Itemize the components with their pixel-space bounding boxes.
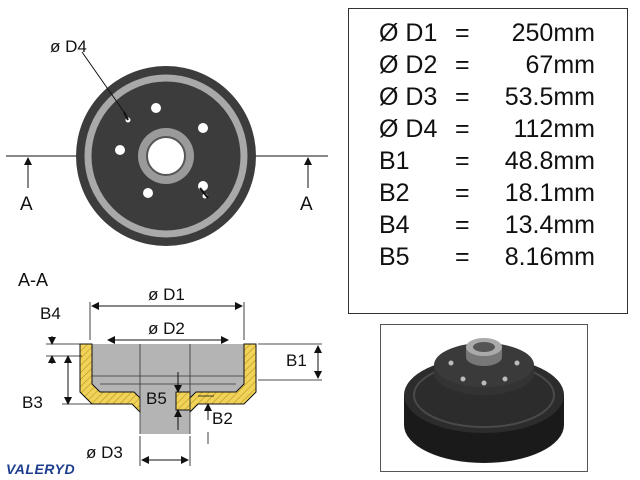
hub-bore-edge: [146, 136, 186, 176]
spec-value: 250mm: [511, 19, 595, 47]
drum-ring: [84, 74, 248, 238]
drum-section-view: A-A ø D1 ø D2 ø D3: [18, 270, 322, 466]
spec-equals: =: [455, 51, 470, 79]
spec-value: 53.5mm: [504, 83, 595, 111]
spec-symbol: Ø D2: [379, 51, 438, 79]
spec-value: 67mm: [525, 51, 595, 79]
spec-table: Ø D1 = 250mm Ø D2 = 67mm Ø D3 = 53.5mm Ø…: [348, 8, 628, 314]
label-d3: ø D3: [86, 443, 123, 462]
spec-symbol: B4: [379, 211, 410, 239]
brake-drum-image: [404, 338, 564, 463]
spec-equals: =: [455, 83, 470, 111]
bolt-hole: [143, 188, 153, 198]
d4-leader: [81, 51, 125, 113]
label-a-right: A: [300, 194, 313, 215]
hub-flange: [175, 391, 191, 411]
label-d4: ø D4: [50, 37, 87, 56]
drum-front-view: ø D4 A A: [6, 37, 328, 246]
spec-symbol: Ø D3: [379, 83, 438, 111]
label-section: A-A: [18, 270, 48, 290]
spec-symbol: B1: [379, 147, 410, 175]
d4-arrow: [199, 187, 209, 199]
product-photo: [380, 324, 588, 472]
spec-row: B1 = 48.8mm: [349, 145, 629, 177]
spec-row: Ø D2 = 67mm: [349, 49, 629, 81]
spec-value: 13.4mm: [504, 211, 595, 239]
spec-row: Ø D3 = 53.5mm: [349, 81, 629, 113]
spec-value: 112mm: [513, 115, 595, 143]
spec-symbol: Ø D1: [379, 19, 438, 47]
spec-symbol: B2: [379, 179, 410, 207]
label-d1: ø D1: [148, 285, 185, 304]
spec-symbol: Ø D4: [379, 115, 438, 143]
spec-equals: =: [455, 179, 470, 207]
spec-value: 8.16mm: [504, 243, 595, 271]
bolt-hole: [115, 145, 125, 155]
bolt-hole: [198, 123, 208, 133]
spec-value: 48.8mm: [504, 147, 595, 175]
bolt-hole: [151, 103, 161, 113]
hub-bore: [147, 137, 185, 175]
spec-row: Ø D1 = 250mm: [349, 17, 629, 49]
spec-row: B4 = 13.4mm: [349, 209, 629, 241]
d4-arrow: [123, 111, 129, 121]
spec-row: B2 = 18.1mm: [349, 177, 629, 209]
bolt-hole: [198, 181, 208, 191]
label-d2: ø D2: [148, 319, 185, 338]
label-b5: B5: [146, 389, 167, 408]
spec-row: B5 = 8.16mm: [349, 241, 629, 273]
brand-logo: VALERYD: [6, 461, 76, 477]
label-b1: B1: [286, 351, 307, 370]
label-b4: B4: [40, 304, 61, 323]
spec-equals: =: [455, 147, 470, 175]
label-b3: B3: [22, 393, 43, 412]
spec-symbol: B5: [379, 243, 410, 271]
spec-equals: =: [455, 243, 470, 271]
spec-equals: =: [455, 19, 470, 47]
label-a-left: A: [20, 194, 33, 215]
spec-value: 18.1mm: [504, 179, 595, 207]
spec-equals: =: [455, 115, 470, 143]
spec-row: Ø D4 = 112mm: [349, 113, 629, 145]
spec-equals: =: [455, 211, 470, 239]
section-interior: [90, 344, 244, 434]
label-b2: B2: [212, 409, 233, 428]
